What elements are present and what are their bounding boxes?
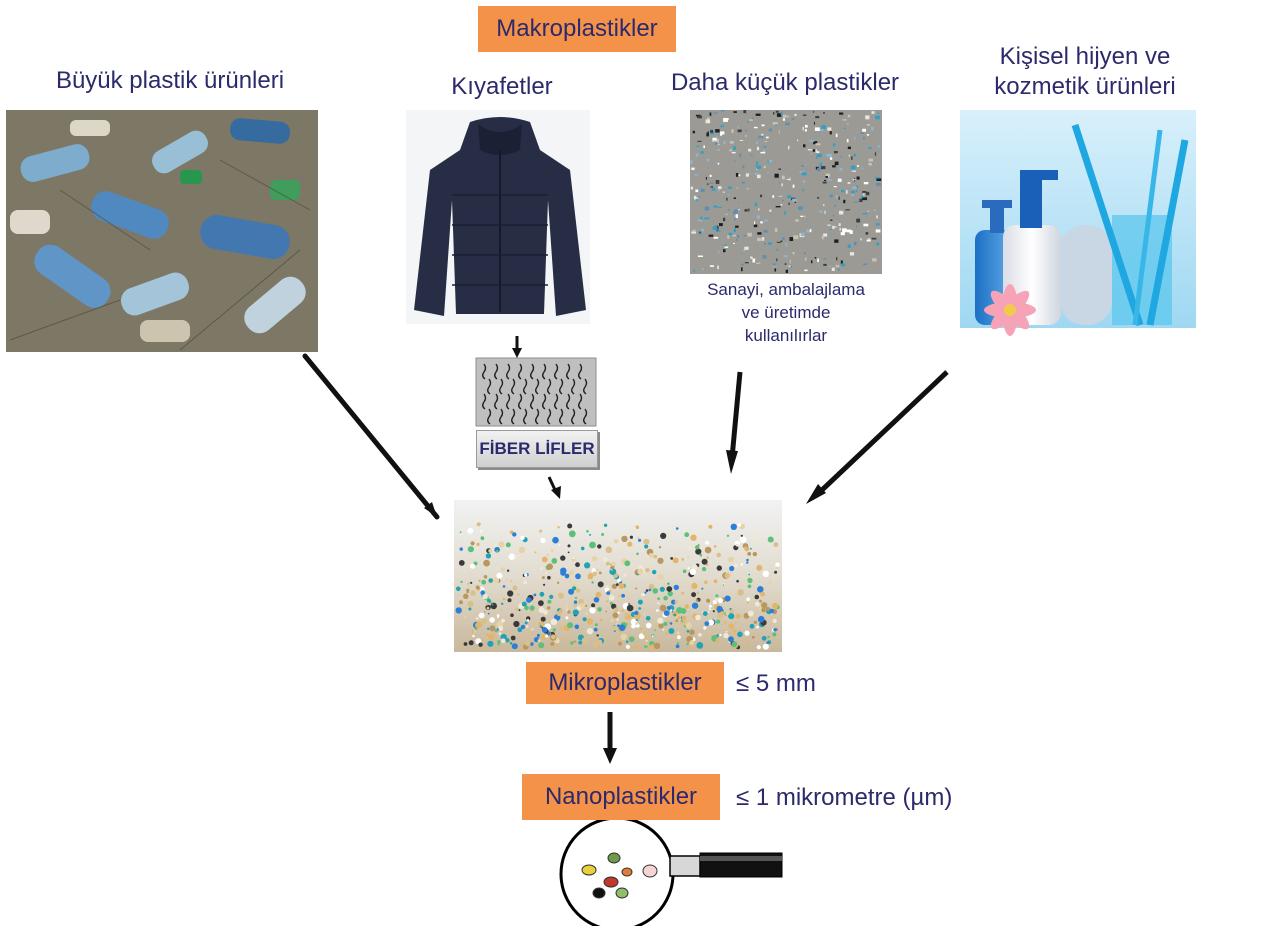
large-plastic-products-title: Büyük plastik ürünleri — [55, 67, 285, 94]
clothing-title: Kıyafetler — [451, 73, 553, 100]
plastic-fragments-image — [690, 110, 882, 274]
magnifier-icon — [559, 816, 783, 926]
arrow-hygiene — [806, 370, 949, 504]
plastic-waste-image — [6, 110, 318, 352]
fiber-panel — [475, 357, 597, 427]
hygiene-title: Kişisel hijyen ve kozmetik ürünleri — [950, 42, 1220, 102]
jacket-image — [406, 110, 590, 324]
fiber-label: FİBER LİFLER — [476, 430, 598, 468]
nanoplastics-label: Nanoplastikler — [522, 774, 720, 820]
small-plastics-caption-line3: kullanılırlar — [744, 326, 828, 345]
arrow-large-products — [302, 353, 440, 520]
microplastics-label: Mikroplastikler — [526, 662, 724, 704]
small-plastics-title: Daha küçük plastikler — [670, 69, 900, 96]
nanoplastics-size: ≤ 1 mikrometre (µm) — [736, 784, 953, 811]
hygiene-title-line1: Kişisel hijyen ve — [999, 43, 1171, 70]
microplastics-image — [454, 500, 782, 652]
microplastics-size: ≤ 5 mm — [736, 670, 816, 697]
arrow-jacket-to-fiber — [512, 336, 522, 358]
small-plastics-caption: Sanayi, ambalajlama ve üretimde kullanıl… — [676, 278, 896, 347]
arrow-fiber-to-micro — [547, 476, 561, 499]
small-plastics-caption-line1: Sanayi, ambalajlama — [707, 280, 865, 299]
macroplastics-label: Makroplastikler — [478, 6, 676, 52]
small-plastics-caption-line2: ve üretimde — [741, 303, 831, 322]
arrow-small-plastics — [726, 371, 743, 474]
hygiene-title-line2: kozmetik ürünleri — [994, 73, 1176, 100]
hygiene-products-image — [960, 110, 1196, 336]
arrow-micro-to-nano — [603, 712, 617, 764]
